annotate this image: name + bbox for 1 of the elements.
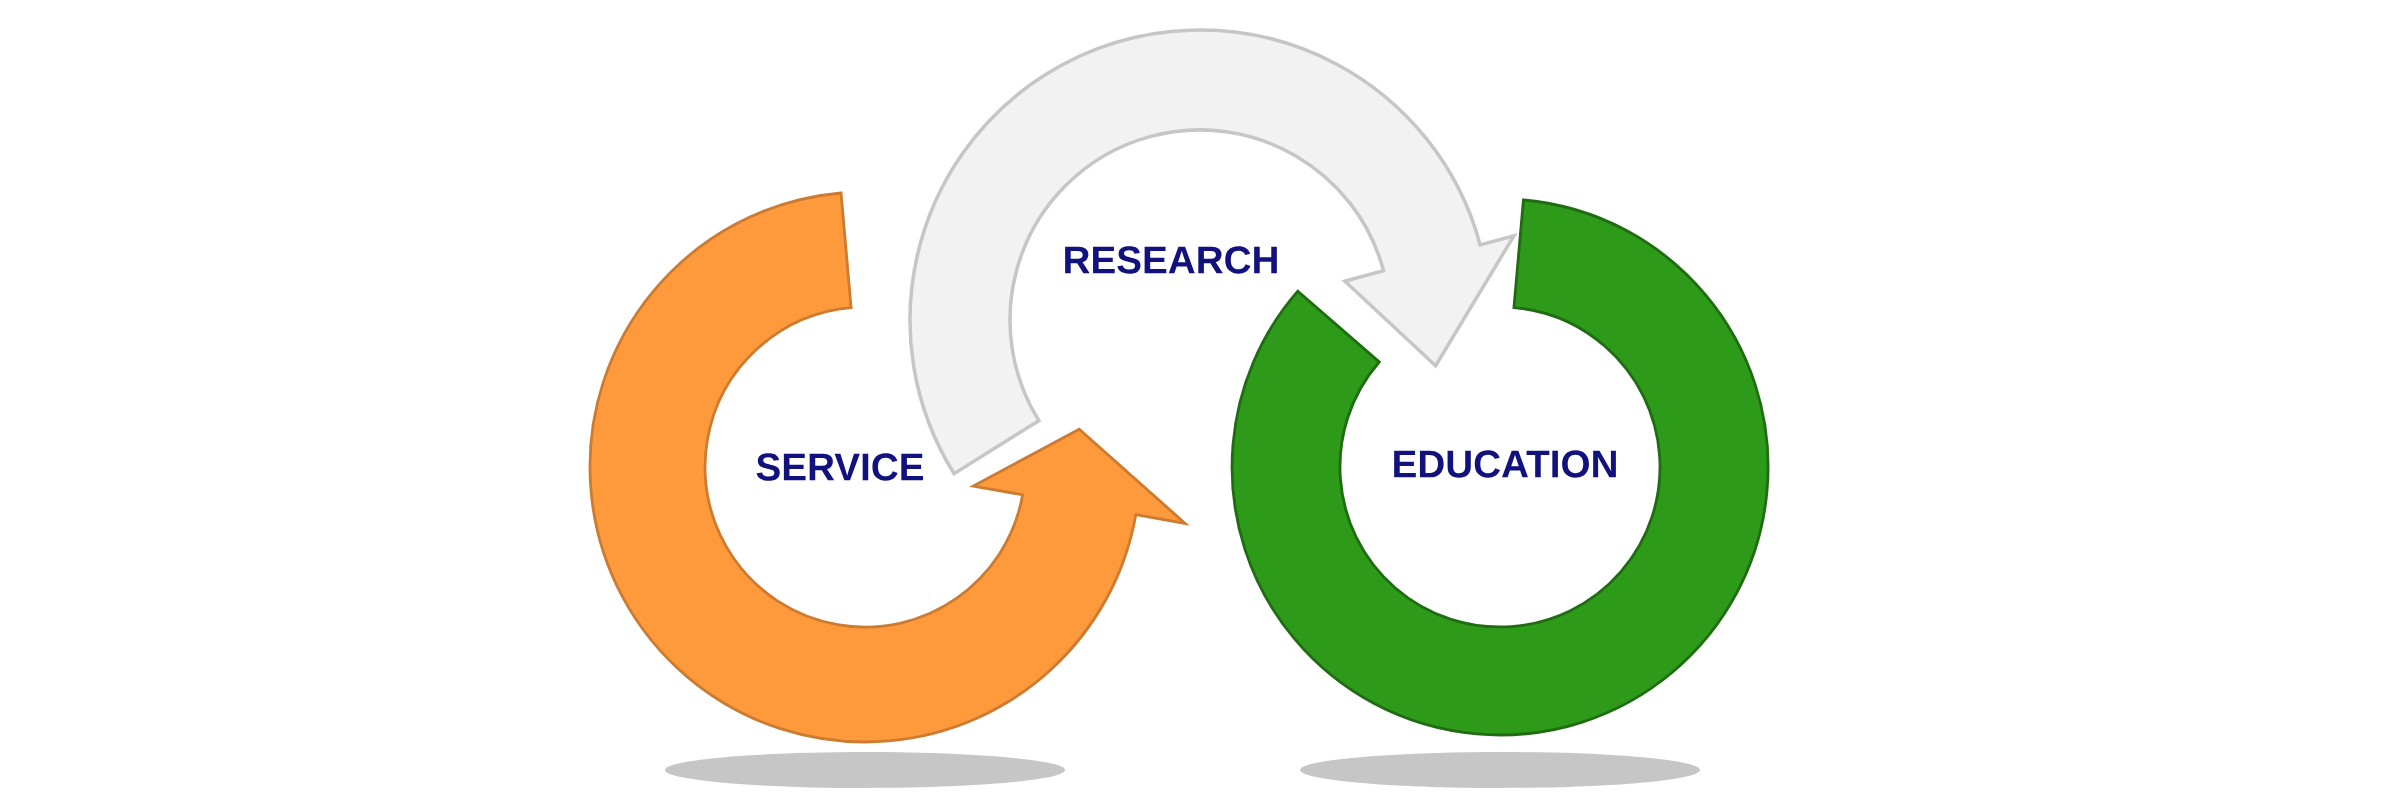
ring-label: EDUCATION xyxy=(1394,450,1616,478)
